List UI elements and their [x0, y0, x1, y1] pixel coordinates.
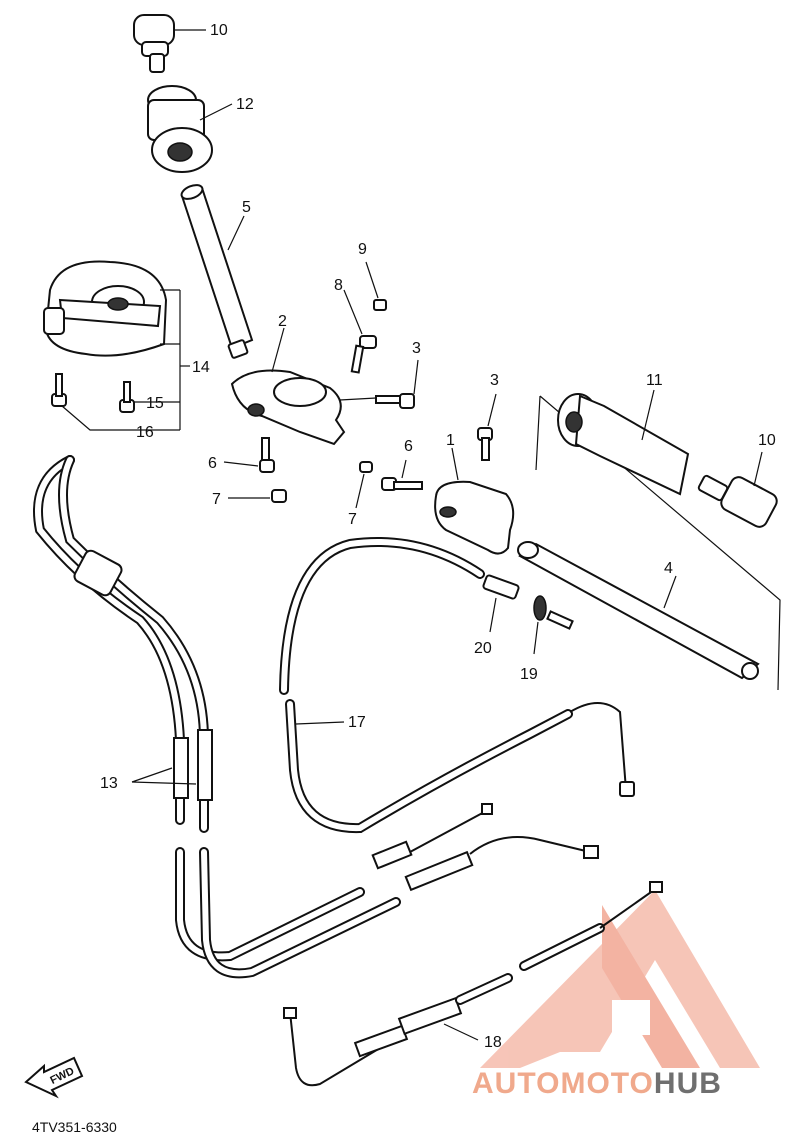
part-7-nut-b — [355, 461, 373, 509]
watermark-part1: AUTOMOTO — [472, 1067, 654, 1100]
part-8-bolt — [343, 289, 377, 374]
callout-13: 13 — [100, 775, 118, 792]
callout-4: 4 — [664, 560, 673, 577]
callout-10-top: 10 — [210, 22, 228, 39]
part-13-clutch-cables — [33, 455, 599, 979]
part-11-right-grip — [557, 389, 690, 496]
callout-17: 17 — [348, 714, 366, 731]
part-16-screw — [51, 373, 180, 431]
part-6-bolt-a — [223, 437, 275, 473]
callout-6-right: 6 — [404, 438, 413, 455]
callout-15: 15 — [146, 395, 164, 412]
callout-6-left: 6 — [208, 455, 217, 472]
callout-9: 9 — [358, 241, 367, 258]
callout-20: 20 — [474, 640, 492, 657]
part-3-bolt-a — [339, 359, 419, 409]
part-9-screw — [365, 261, 387, 311]
fwd-arrow-icon: FWD — [24, 1056, 84, 1099]
part-2-throttle-housing — [230, 327, 346, 446]
callout-18: 18 — [484, 1034, 502, 1051]
part-17-throttle-cable — [279, 537, 635, 834]
callout-1: 1 — [446, 432, 455, 449]
callout-5: 5 — [242, 199, 251, 216]
part-4-handlebar-right — [517, 541, 760, 680]
watermark-text: AUTOMOTOHUB — [472, 1067, 722, 1100]
callout-19: 19 — [520, 666, 538, 683]
part-12-throttle-grip — [147, 85, 233, 173]
callout-8: 8 — [334, 277, 343, 294]
part-15-screw — [119, 381, 180, 413]
part-18-throttle-return-cable — [283, 881, 663, 1087]
part-20-adjuster — [482, 574, 520, 633]
callout-10-right: 10 — [758, 432, 776, 449]
part-5-handlebar-left — [180, 184, 254, 359]
part-19-locknut — [533, 595, 574, 655]
callout-3-right: 3 — [490, 372, 499, 389]
part-1-right-housing — [434, 447, 515, 555]
part-7-nut-a — [228, 489, 287, 503]
callout-14: 14 — [192, 359, 210, 376]
callout-7-left: 7 — [212, 491, 221, 508]
part-14-switch-housing — [43, 260, 190, 430]
callout-3-left: 3 — [412, 340, 421, 357]
part-6-bolt-b — [381, 459, 423, 491]
watermark-logo-icon — [480, 890, 760, 1068]
diagram-code: 4TV351-6330 — [32, 1119, 117, 1135]
callout-16: 16 — [136, 424, 154, 441]
callout-11: 11 — [646, 372, 663, 389]
callout-2: 2 — [278, 313, 287, 330]
part-10-end-weight-left — [133, 14, 206, 73]
part-3-bolt-b — [477, 393, 497, 461]
callout-7-right: 7 — [348, 511, 357, 528]
callout-12: 12 — [236, 96, 254, 113]
watermark-part2: HUB — [654, 1067, 722, 1100]
part-10-end-weight-right — [697, 451, 778, 528]
